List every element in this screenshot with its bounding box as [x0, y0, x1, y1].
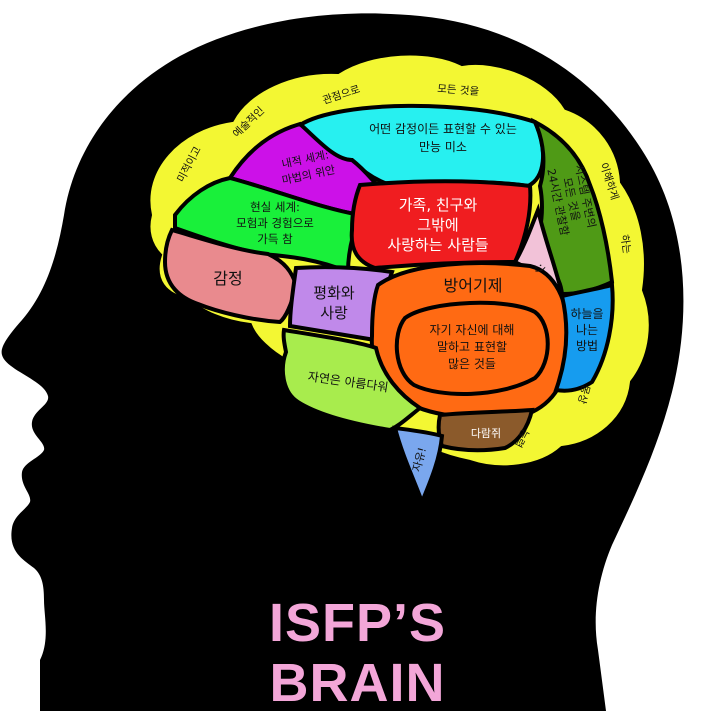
nature-region: [280, 327, 424, 433]
real-world-label-3: 가득 참: [257, 232, 293, 246]
defense-inner-region: [394, 300, 550, 396]
peace-label-1: 평화와: [313, 284, 355, 302]
expression-label-1: 어떤 감정이든 표현할 수 있는: [369, 122, 517, 136]
real-world-label-1: 현실 세계:: [250, 200, 300, 214]
ring-text-4: 모든 것을: [437, 83, 480, 98]
sky-label-3: 방법: [576, 339, 598, 353]
expression-label-2: 만능 미소: [419, 140, 467, 154]
family-label-3: 사랑하는 사람들: [387, 236, 489, 254]
defense-inner-label-3: 많은 것들: [448, 357, 496, 371]
title-line-2: BRAIN: [269, 653, 446, 713]
sky-label-1: 하늘을: [570, 307, 603, 321]
family-label-2: 그밖에: [417, 216, 458, 234]
freedom-region: [392, 425, 445, 508]
ring-text-7: 몽상: [575, 383, 592, 405]
defense-inner-label-2: 말하고 표현할: [437, 340, 507, 354]
emotion-region: [162, 227, 299, 325]
sky-label-2: 나는: [576, 323, 598, 337]
squirrel-label: 다람쥐: [471, 427, 501, 440]
defense-inner-label-1: 자기 자신에 대해: [430, 323, 515, 337]
peace-label-2: 사랑: [320, 304, 348, 322]
freedom-label: 자유!: [410, 446, 429, 473]
ring-text-6: 하는: [618, 234, 634, 255]
title-line-1: ISFP’S: [268, 593, 447, 653]
emotion-label: 감정: [213, 269, 242, 288]
real-world-label-2: 모험과 경험으로: [236, 216, 314, 230]
sky-region: [553, 282, 615, 393]
family-label-1: 가족, 친구와: [399, 196, 478, 214]
defense-label: 방어기제: [444, 276, 503, 295]
